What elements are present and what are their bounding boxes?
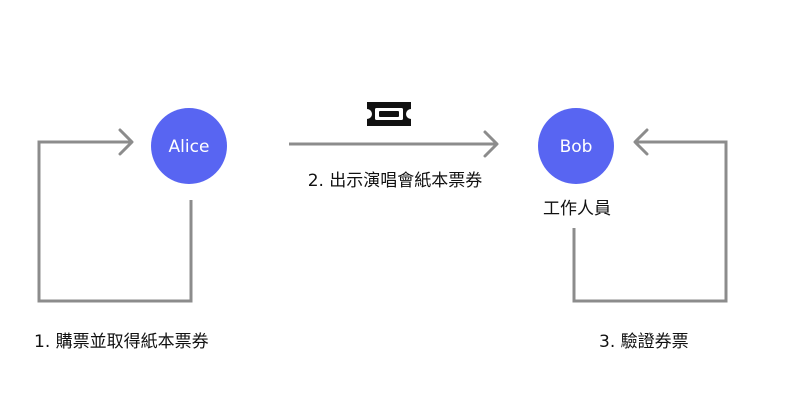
bob-role-label: 工作人員 [543,199,611,219]
alice-to-bob-arrowhead [483,130,499,158]
alice-label: Alice [169,137,210,157]
bob-node: Bob [538,108,614,184]
alice-circle [151,108,227,184]
step-1-label: 1. 購票並取得紙本票券 [34,332,209,352]
step-3-label: 3. 驗證券票 [599,332,689,352]
ticket-icon [367,102,411,126]
bob-circle [538,108,614,184]
bob-self-loop-arrowhead [633,128,649,156]
bob-self-loop-arrow [572,140,728,303]
alice-self-loop-arrow [37,140,193,303]
alice-node: Alice [151,108,227,184]
step-2-label: 2. 出示演唱會紙本票券 [308,171,483,191]
alice-self-loop-arrowhead [118,128,134,156]
bob-label: Bob [560,137,593,157]
